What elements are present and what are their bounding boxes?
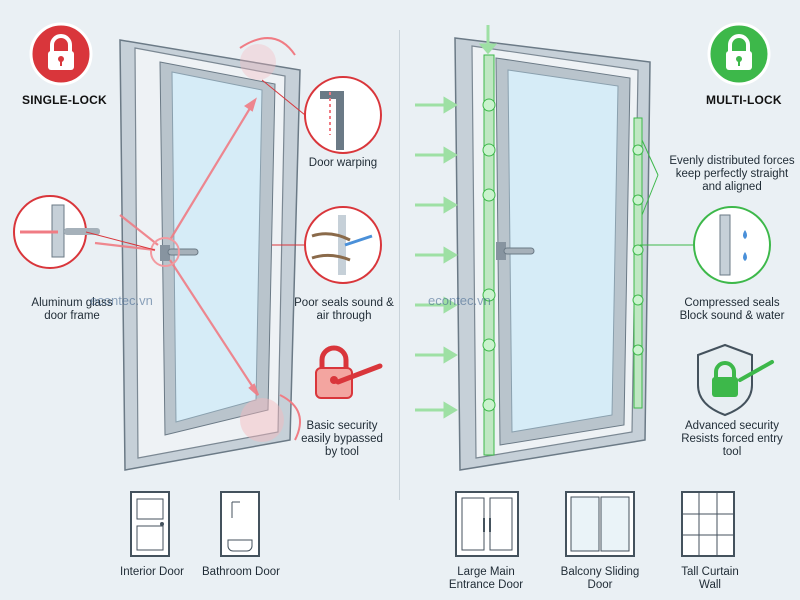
advanced-security-label: Advanced security Resists forced entry t… bbox=[681, 420, 783, 458]
basic-security-label: Basic security easily bypassed by tool bbox=[301, 420, 383, 458]
single-lock-badge bbox=[26, 22, 96, 86]
picked-padlock-icon bbox=[315, 345, 383, 399]
multi-lock-title: MULTI-LOCK bbox=[706, 93, 782, 107]
sliding-door-label: Balcony Sliding Door bbox=[560, 566, 640, 591]
warp-label: Door warping bbox=[308, 157, 378, 169]
shield-lock-icon bbox=[697, 343, 774, 417]
single-lock-title: SINGLE-LOCK bbox=[22, 93, 107, 107]
padlock-icon bbox=[29, 22, 93, 86]
entrance-door-label: Large Main Entrance Door bbox=[448, 566, 524, 591]
poor-seal-label: Poor seals sound & air through bbox=[294, 297, 394, 322]
single-lock-door-illustration bbox=[13, 37, 383, 471]
bathroom-door-label: Bathroom Door bbox=[202, 566, 280, 578]
multi-lock-badge bbox=[704, 22, 774, 86]
watermark-left: econtec.vn bbox=[90, 293, 153, 308]
compressed-seal-label: Compressed seals Block sound & water bbox=[679, 297, 785, 322]
frame-label: Aluminum glass door frame bbox=[31, 297, 113, 322]
curtain-wall-icon bbox=[681, 491, 735, 557]
interior-door-icon bbox=[130, 491, 170, 557]
multi-lock-door-illustration bbox=[415, 25, 774, 471]
center-divider bbox=[399, 30, 400, 500]
interior-door-label: Interior Door bbox=[120, 566, 184, 578]
curtain-wall-label: Tall Curtain Wall bbox=[681, 566, 739, 591]
entrance-door-icon bbox=[455, 491, 519, 557]
watermark-right: econtec.vn bbox=[428, 293, 491, 308]
bathroom-door-icon bbox=[220, 491, 260, 557]
even-force-label: Evenly distributed forces keep perfectly… bbox=[669, 155, 795, 193]
padlock-icon bbox=[707, 22, 771, 86]
sliding-door-icon bbox=[565, 491, 635, 557]
